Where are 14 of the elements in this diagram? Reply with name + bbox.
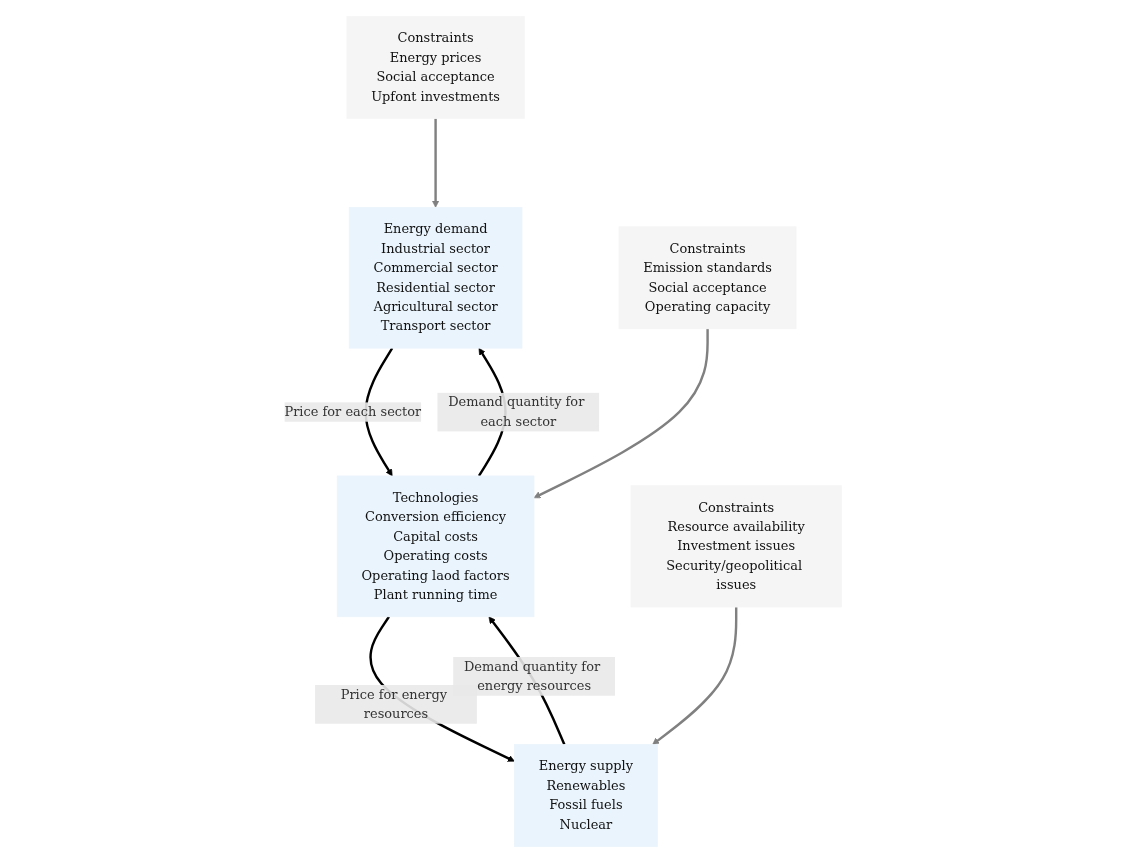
arrow (364, 347, 393, 477)
node-box: Energy demand Industrial sector Commercial sector Residential sector Agricultural sector Transport sector (348, 207, 522, 349)
edge-label: Demand quantity for each sector (447, 394, 584, 430)
node-box: Technologies Conversion efficiency Capital costs Operating costs Operating laod factors Plant running time (336, 475, 534, 618)
node-box: Constraints Energy prices Social acceptance Upfont investments (346, 16, 525, 119)
edge-label: Price for each sector (284, 403, 421, 420)
node-box: Constraints Emission standards Social acceptance Operating capacity (618, 226, 797, 330)
arrow (431, 118, 439, 208)
node-box: Energy supply Renewables Fossil fuels Nuclear (513, 744, 658, 847)
edge-label: Demand quantity for energy resources (463, 658, 600, 694)
node-box: Constraints Resource availability Investment issues Security/geopolitical issues (630, 485, 842, 608)
edge-label: Price for energy resources (340, 686, 447, 722)
arrow (533, 328, 709, 499)
arrow (651, 607, 737, 745)
